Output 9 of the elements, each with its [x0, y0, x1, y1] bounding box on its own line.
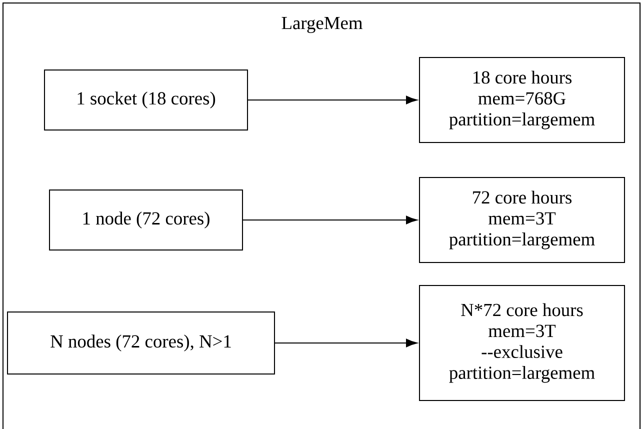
arrow — [242, 216, 418, 224]
process-box: 1 socket (18 cores) — [44, 70, 248, 130]
process-box: N*72 core hours mem=3T --exclusive partition=largemem — [419, 285, 625, 401]
process-box: N nodes (72 cores), N>1 — [7, 312, 275, 374]
arrow — [248, 96, 418, 104]
process-box: 1 node (72 cores) — [49, 190, 243, 250]
process-box: 72 core hours mem=3T partition=largemem — [419, 177, 625, 263]
process-box: 18 core hours mem=768G partition=largemem — [419, 57, 625, 143]
arrow — [274, 338, 418, 348]
